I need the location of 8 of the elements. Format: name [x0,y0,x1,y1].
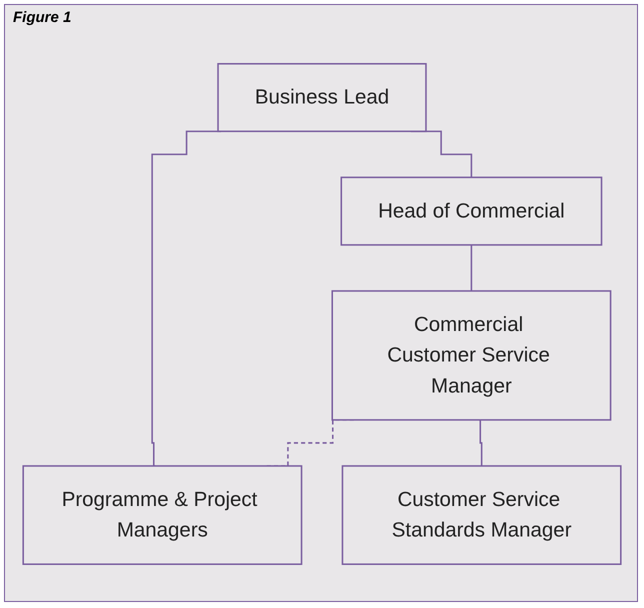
node-box: Commercial Customer Service Manager [331,290,612,421]
node-box: Programme & Project Managers [22,465,302,565]
node-box: Head of Commercial [340,176,602,246]
node-box: Business Lead [217,63,427,132]
figure-title: Figure 1 [13,9,72,26]
node-box: Customer Service Standards Manager [342,465,622,565]
connector [478,419,482,467]
connector [470,244,472,292]
